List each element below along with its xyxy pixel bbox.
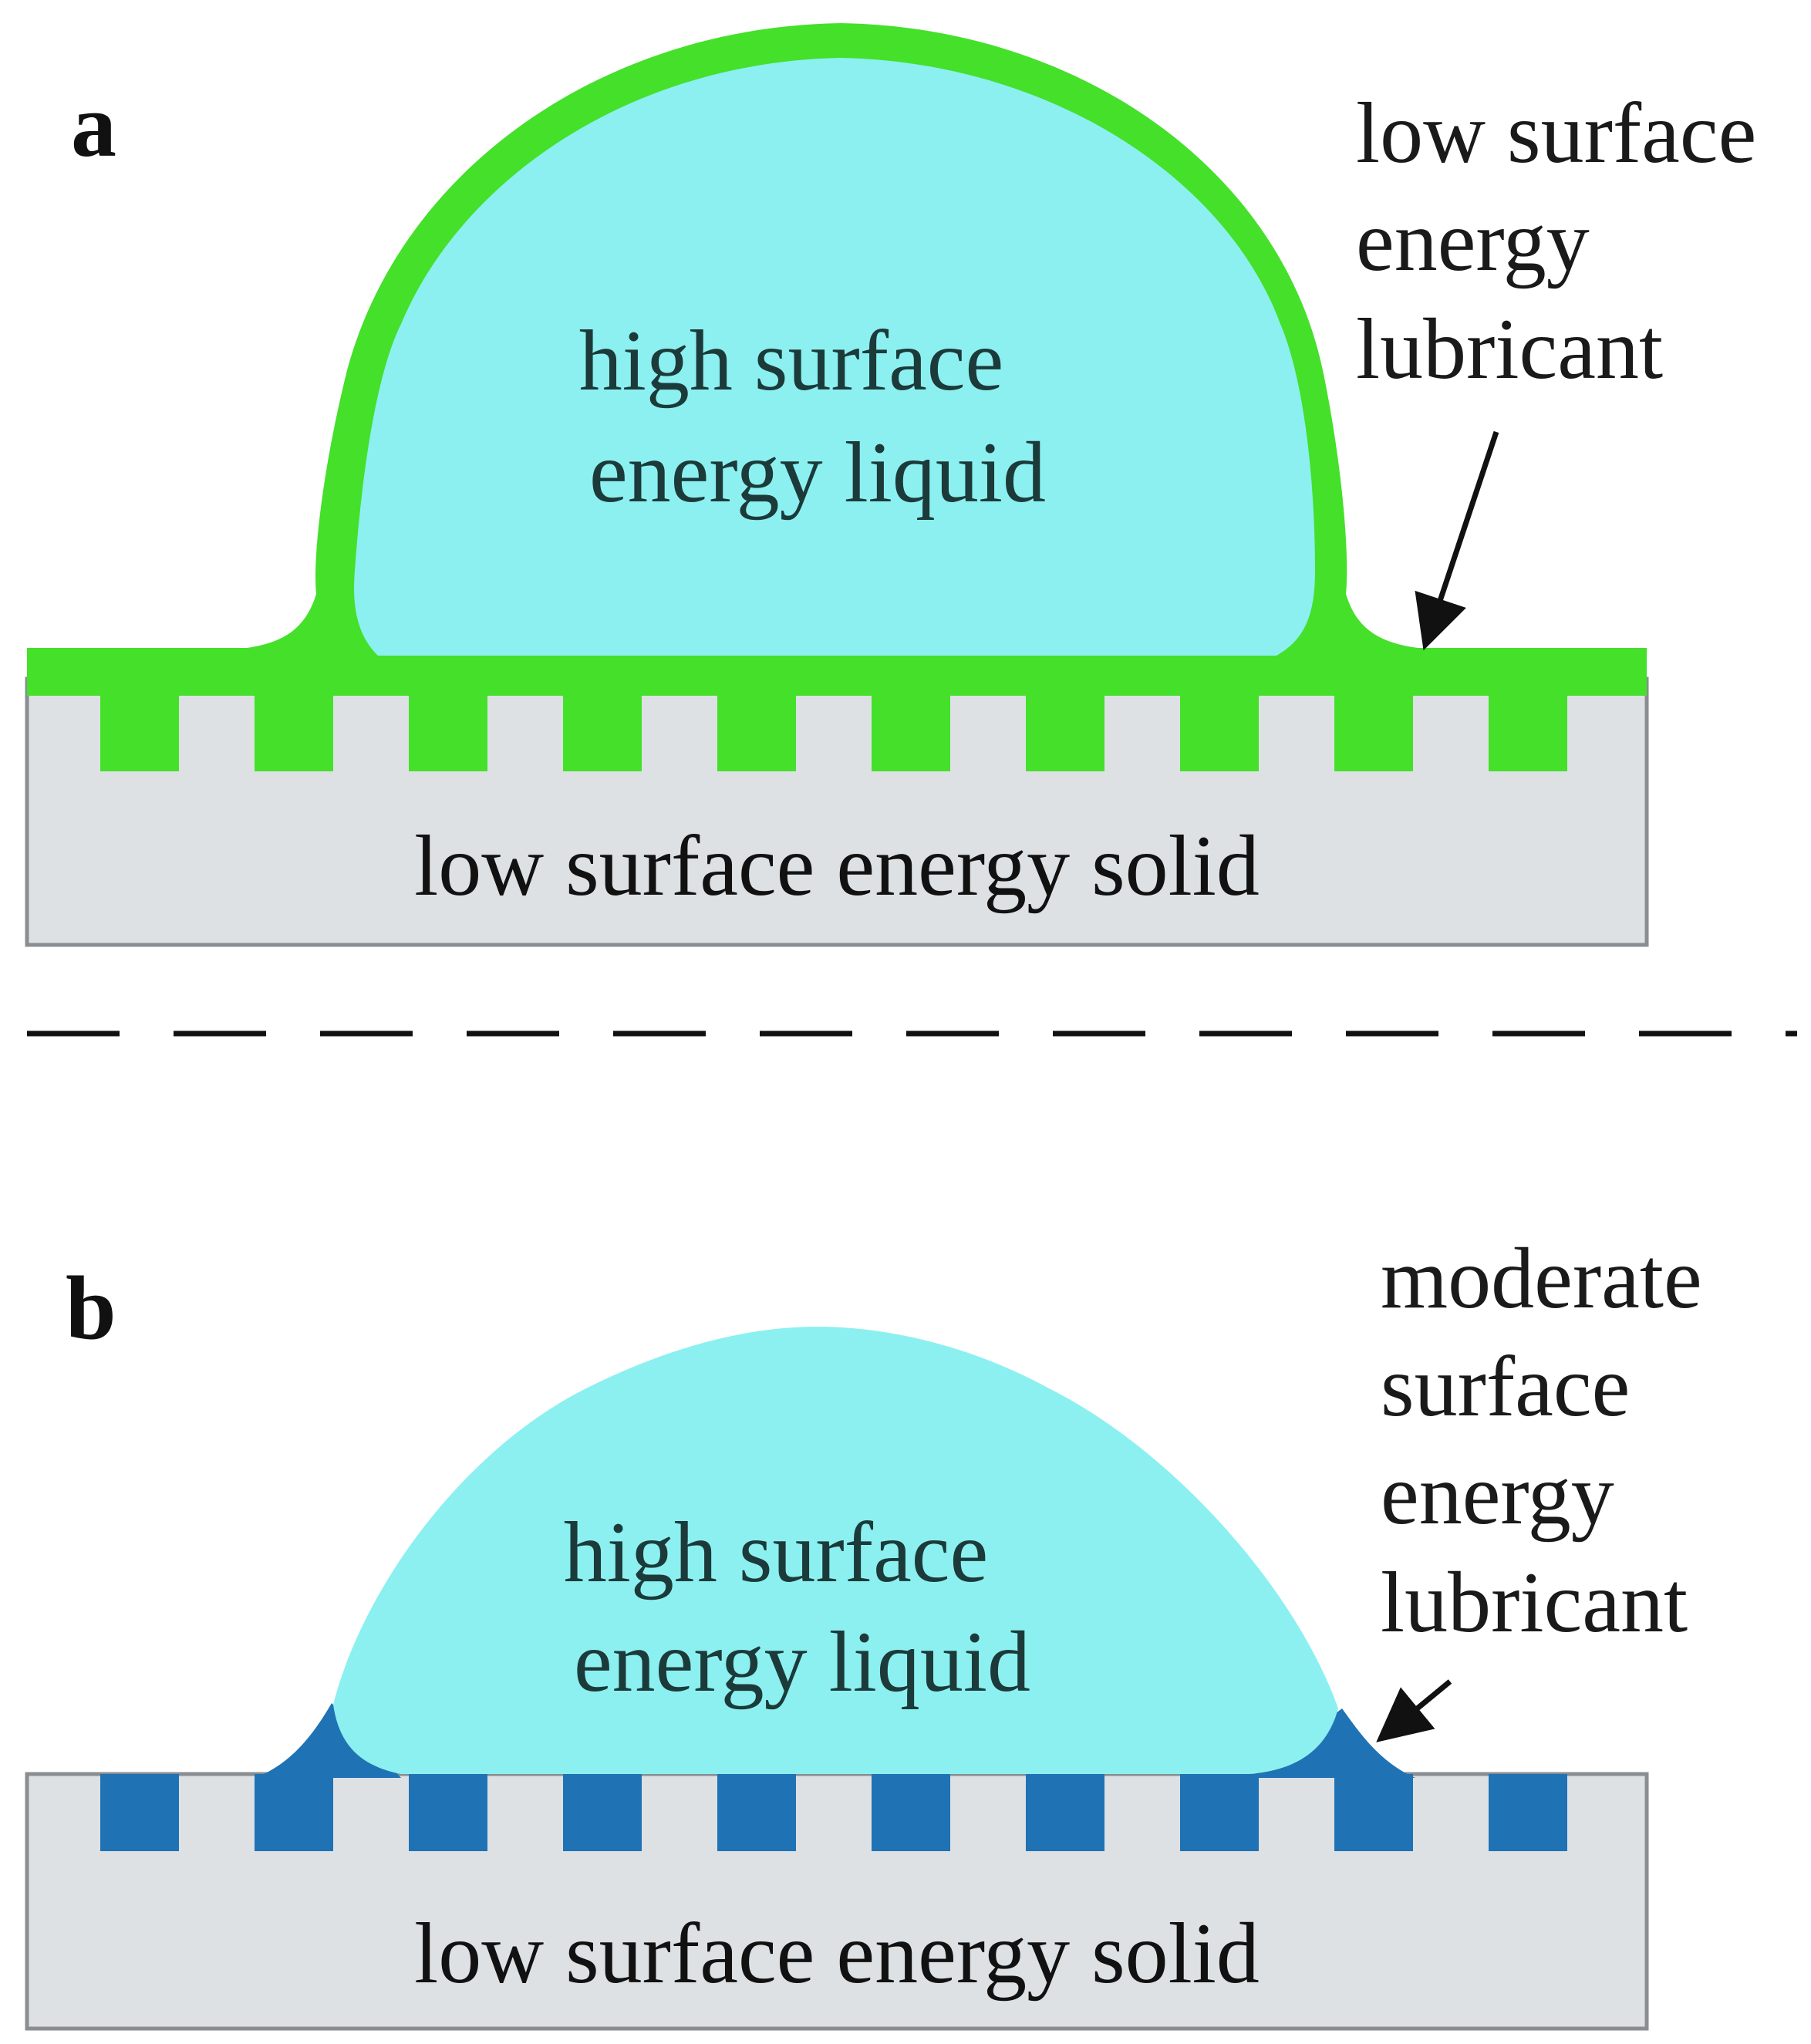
panel-b-liquid-label-line2: energy liquid <box>574 1614 1030 1710</box>
panel-a: a high surface energy liqu <box>25 23 1778 947</box>
panel-b-solid-label: low surface energy solid <box>414 1906 1260 2002</box>
panel-a-lubricant-gaps <box>100 690 1567 771</box>
panel-a-lubricant-label-line2: energy <box>1356 194 1590 289</box>
panel-b-lubricant-label-line2: surface <box>1381 1339 1630 1435</box>
panel-a-lubricant-label-line3: lubricant <box>1356 302 1663 397</box>
panel-a-liquid-label-line2: energy liquid <box>589 425 1046 521</box>
panel-b: b high surface energy liquid moderate <box>25 1231 1724 2031</box>
panel-b-arrow-icon <box>1376 1679 1452 1742</box>
panel-b-liquid-label-line1: high surface <box>564 1505 988 1600</box>
panel-b-lubricant-pillars <box>100 1774 1567 1851</box>
panel-a-liquid-label: high surface energy liquid <box>579 313 1046 521</box>
panel-b-lubricant-label: moderate surface energy lubricant <box>1381 1231 1724 1651</box>
panel-a-liquid-label-line1: high surface <box>579 313 1003 409</box>
panel-b-lubricant-label-line4: lubricant <box>1381 1555 1688 1651</box>
panel-b-lubricant-label-line1: moderate <box>1381 1231 1702 1327</box>
panel-b-liquid-drop <box>333 1327 1338 1774</box>
panel-a-letter: a <box>71 75 116 176</box>
panel-a-arrow-icon <box>1415 430 1499 651</box>
panel-a-lubricant-label: low surface energy lubricant <box>1356 86 1778 397</box>
panel-b-lubricant-label-line3: energy <box>1381 1447 1614 1543</box>
panel-b-letter: b <box>66 1257 116 1358</box>
panel-b-liquid-label: high surface energy liquid <box>564 1505 1030 1710</box>
panel-a-liquid-drop <box>354 58 1316 656</box>
panel-a-solid-label: low surface energy solid <box>414 818 1260 914</box>
panel-a-lubricant-label-line1: low surface <box>1356 86 1756 181</box>
